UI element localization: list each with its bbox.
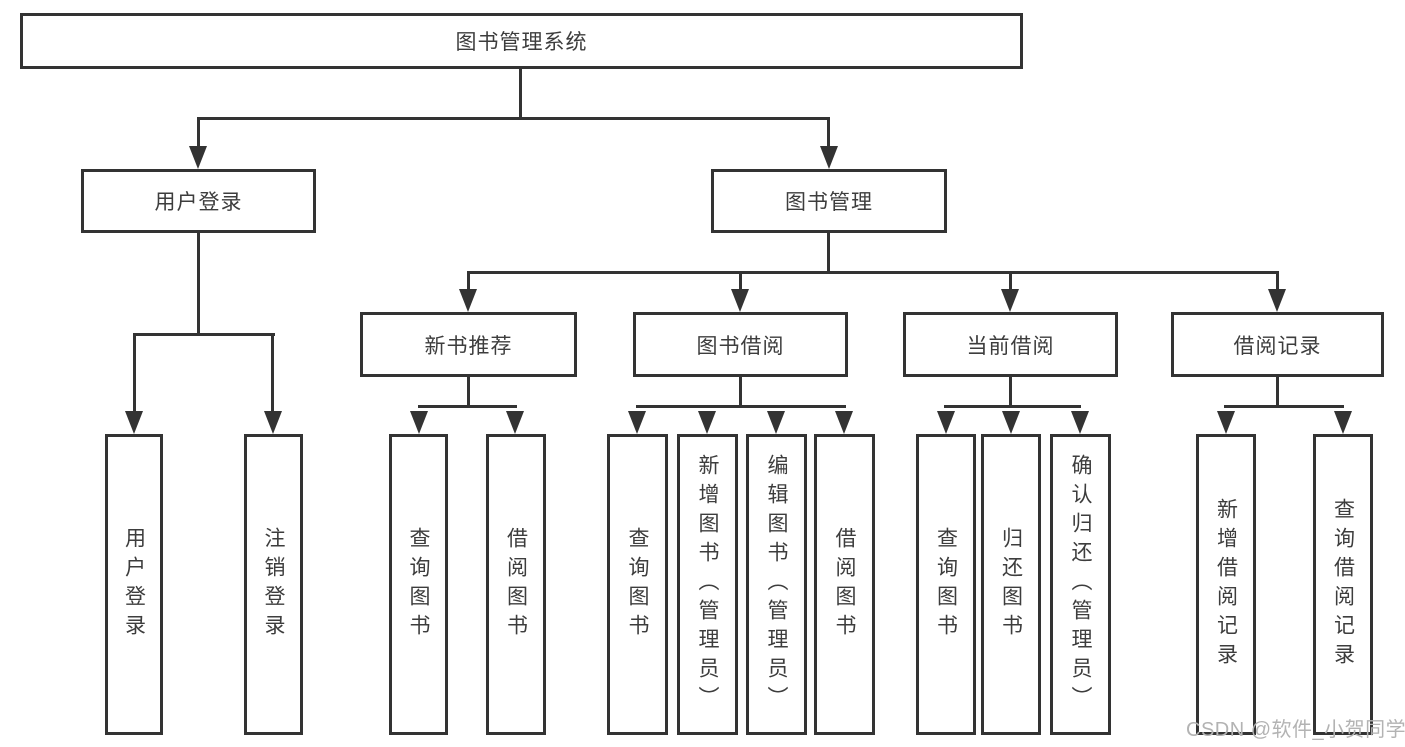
arrow-down-icon <box>767 411 785 434</box>
leaf-label: 新增图书（管理员） <box>696 454 719 715</box>
connector-line <box>197 119 200 147</box>
connector-line <box>133 335 136 412</box>
connector-line <box>1009 377 1012 408</box>
leaf-borrow-edit-books-admin: 编辑图书（管理员） <box>746 434 807 735</box>
arrow-down-icon <box>506 411 524 434</box>
arrow-down-icon <box>937 411 955 434</box>
node-borrowing-records: 借阅记录 <box>1171 312 1384 377</box>
leaf-borrow-query-books: 查询图书 <box>607 434 668 735</box>
connector-line <box>636 405 846 408</box>
leaf-user-login: 用户登录 <box>105 434 163 735</box>
connector-line <box>739 377 742 408</box>
connector-line <box>467 377 470 408</box>
leaf-label: 查询图书 <box>626 526 649 643</box>
connector-line <box>197 233 200 335</box>
connector-line <box>133 333 275 336</box>
node-new-book-recommendation: 新书推荐 <box>360 312 577 377</box>
connector-line <box>467 273 470 289</box>
arrow-down-icon <box>189 146 207 169</box>
arrow-down-icon <box>835 411 853 434</box>
arrow-down-icon <box>410 411 428 434</box>
connector-line <box>418 405 517 408</box>
leaf-label: 新增借阅记录 <box>1214 497 1238 672</box>
arrow-down-icon <box>731 289 749 312</box>
arrow-down-icon <box>628 411 646 434</box>
connector-line <box>1276 377 1279 408</box>
leaf-records-query-borrow-record: 查询借阅记录 <box>1313 434 1373 735</box>
connector-line <box>1224 405 1344 408</box>
leaf-current-return-books: 归还图书 <box>981 434 1041 735</box>
leaf-label: 查询借阅记录 <box>1331 497 1355 672</box>
node-book-management: 图书管理 <box>711 169 947 233</box>
leaf-borrow-add-books-admin: 新增图书（管理员） <box>677 434 738 735</box>
connector-line <box>1009 273 1012 289</box>
arrow-down-icon <box>1217 411 1235 434</box>
arrow-down-icon <box>459 289 477 312</box>
connector-line <box>827 119 830 147</box>
leaf-borrow-borrow-books: 借阅图书 <box>814 434 875 735</box>
connector-line <box>519 69 522 119</box>
arrow-down-icon <box>820 146 838 169</box>
connector-line <box>197 117 830 120</box>
connector-line <box>739 273 742 289</box>
node-book-borrowing: 图书借阅 <box>633 312 848 377</box>
leaf-label: 查询图书 <box>934 526 958 643</box>
leaf-logout: 注销登录 <box>244 434 303 735</box>
leaf-label: 编辑图书（管理员） <box>765 454 788 715</box>
leaf-current-confirm-return-admin: 确认归还（管理员） <box>1050 434 1111 735</box>
leaf-newbook-query-books: 查询图书 <box>389 434 448 735</box>
csdn-watermark: CSDN @软件_小贺同学 <box>1186 719 1405 741</box>
arrow-down-icon <box>264 411 282 434</box>
node-library-system: 图书管理系统 <box>20 13 1023 69</box>
arrow-down-icon <box>698 411 716 434</box>
leaf-label: 归还图书 <box>999 526 1023 643</box>
arrow-down-icon <box>1268 289 1286 312</box>
node-current-borrowing: 当前借阅 <box>903 312 1118 377</box>
leaf-label: 确认归还（管理员） <box>1069 454 1092 715</box>
arrow-down-icon <box>1334 411 1352 434</box>
leaf-current-query-books: 查询图书 <box>916 434 976 735</box>
leaf-label: 注销登录 <box>262 526 285 643</box>
arrow-down-icon <box>125 411 143 434</box>
leaf-label: 借阅图书 <box>504 526 528 643</box>
connector-line <box>271 335 274 412</box>
connector-line <box>944 405 1081 408</box>
connector-line <box>827 233 830 273</box>
leaf-label: 借阅图书 <box>833 526 856 643</box>
leaf-label: 用户登录 <box>122 526 146 643</box>
connector-line <box>1276 273 1279 289</box>
arrow-down-icon <box>1001 289 1019 312</box>
leaf-label: 查询图书 <box>407 526 430 643</box>
node-user-login: 用户登录 <box>81 169 316 233</box>
connector-line <box>467 271 1279 274</box>
arrow-down-icon <box>1002 411 1020 434</box>
leaf-records-add-borrow-record: 新增借阅记录 <box>1196 434 1256 735</box>
leaf-newbook-borrow-books: 借阅图书 <box>486 434 546 735</box>
arrow-down-icon <box>1071 411 1089 434</box>
